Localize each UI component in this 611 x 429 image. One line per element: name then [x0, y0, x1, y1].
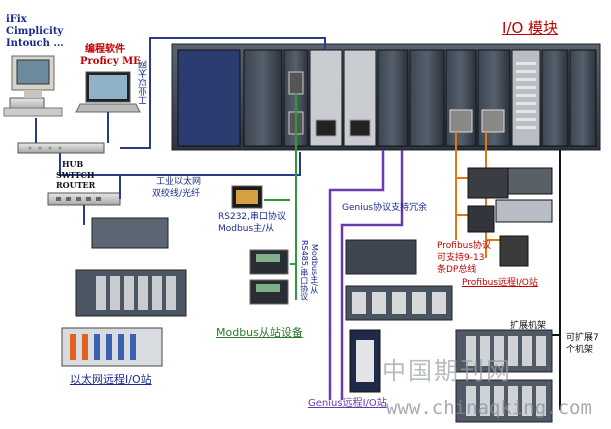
expansion-links: [552, 150, 561, 410]
label-io-module: I/O 模块: [502, 19, 559, 37]
label-profibus-protocol: Profibus协议: [437, 241, 492, 251]
label-genius-redundancy: Genius协议支持冗余: [342, 203, 428, 213]
expansion-rack-icon: [455, 329, 553, 423]
label-genius-remote-io: Genius远程I/O站: [308, 398, 387, 409]
label-expansion-rack: 扩展机架: [510, 321, 547, 331]
label-rs485: RS485,串口协议: [299, 240, 309, 301]
label-twisted-fiber: 双绞线/光纤: [152, 189, 201, 199]
label-proficy-me: Proficy ME: [80, 56, 141, 67]
label-expand-count: 可扩展7: [566, 333, 599, 343]
touch-panel-icon: [231, 185, 263, 209]
label-router: ROUTER: [56, 180, 96, 190]
label-switch: SWITCH: [56, 170, 95, 180]
modbus-links: [264, 94, 297, 300]
label-rs232-modbus: Modbus主/从: [218, 224, 275, 234]
hub-icon: [17, 142, 105, 154]
label-cimplicity: Cimplicity: [6, 26, 64, 37]
label-profibus-support: 可支持9-13: [437, 253, 485, 263]
label-modbus-slave: Modbus从站设备: [216, 326, 303, 339]
label-rs485-modbus: Modbus主/从: [309, 244, 319, 294]
watermark-url: www.chinaqking.com: [386, 397, 592, 419]
switch-icon: [47, 192, 121, 206]
label-intouch: Intouch ...: [6, 38, 64, 49]
plc-rack-icon: [61, 217, 187, 367]
label-profibus-bus: 条DP总线: [437, 265, 477, 275]
label-ethernet-remote-io: 以太网远程I/O站: [70, 373, 152, 386]
laptop-icon: [75, 71, 141, 113]
label-industrial-ethernet-mid: 工业以太网: [156, 177, 202, 187]
genius-links: [328, 150, 404, 400]
computer-icon: [3, 55, 63, 117]
watermark-cn: 中国期刊网: [382, 357, 512, 385]
plc-rack-icon: [171, 43, 601, 151]
modbus-device-icon: [249, 249, 289, 305]
label-rs232: RS232,串口协议: [218, 212, 287, 222]
label-programming-software: 编程软件: [85, 44, 125, 55]
ethernet-links: [35, 37, 326, 225]
label-hub: HUB: [62, 159, 84, 169]
label-profibus-remote-io: Profibus远程I/O站: [462, 278, 538, 288]
label-ifix: iFix: [6, 14, 27, 25]
label-expand-count-2: 个机架: [566, 345, 594, 355]
label-industrial-ethernet-top: 工业以太网: [139, 60, 149, 105]
io-module-icon: [345, 239, 453, 393]
io-module-icon: [467, 167, 553, 267]
